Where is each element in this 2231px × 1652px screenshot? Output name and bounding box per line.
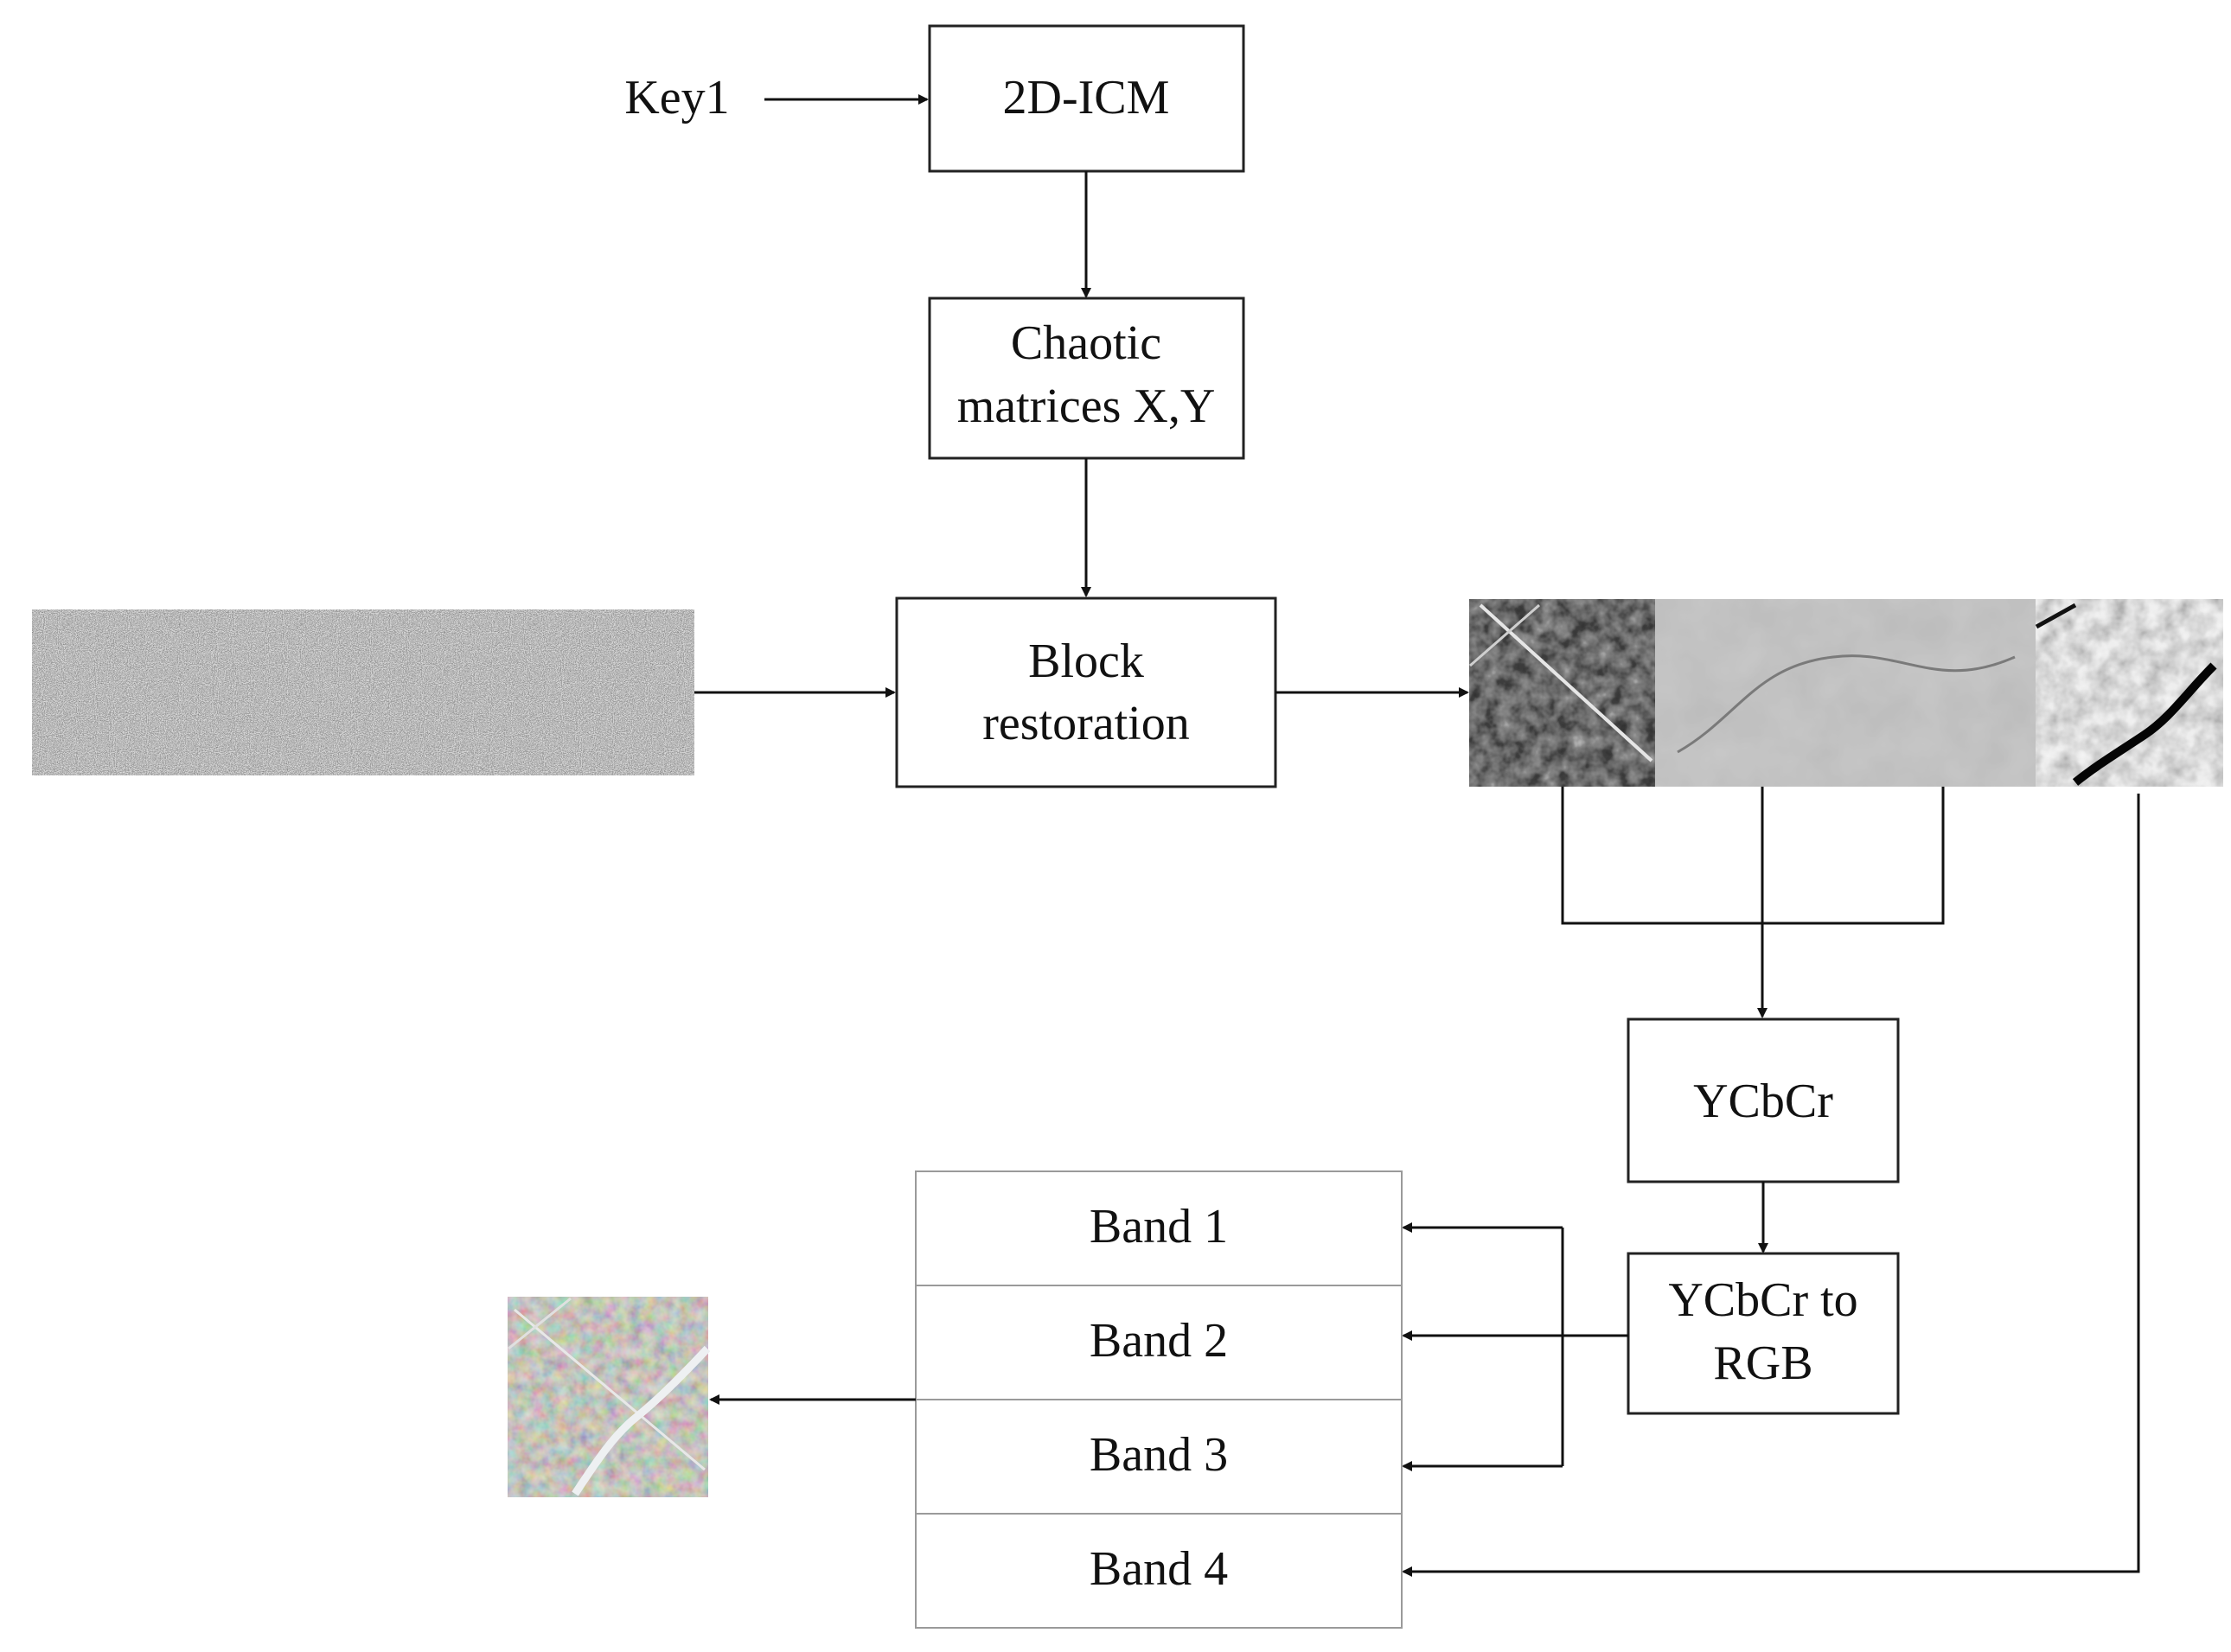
decrypted-rgb-image bbox=[508, 1297, 711, 1497]
ycbcr-label: YCbCr bbox=[1693, 1075, 1833, 1128]
band-4-box bbox=[915, 1513, 1403, 1629]
band-stack: Band 1 Band 2 Band 3 Band 4 bbox=[915, 1170, 1403, 1629]
block-label-line2: restoration bbox=[982, 697, 1189, 750]
band-3-box bbox=[915, 1399, 1403, 1515]
output-road-2 bbox=[508, 1297, 572, 1350]
ycbcr-to-rgb-box bbox=[1627, 1252, 1900, 1415]
icm-label: 2D-ICM bbox=[1003, 71, 1170, 124]
chaotic-label-line1: Chaotic bbox=[1011, 316, 1161, 370]
plane-y-road-2 bbox=[1469, 603, 1540, 667]
band-4-label: Band 4 bbox=[1090, 1542, 1228, 1596]
chaotic-label-line2: matrices X,Y bbox=[957, 380, 1216, 433]
restored-planes-strip bbox=[1469, 599, 2223, 787]
key1-label: Key1 bbox=[624, 71, 729, 124]
band-1-box bbox=[915, 1170, 1403, 1286]
output-road-1 bbox=[514, 1308, 706, 1471]
plane-nir-river bbox=[2072, 662, 2217, 786]
plane-y-image bbox=[1469, 599, 1655, 787]
band-2-box bbox=[915, 1285, 1403, 1400]
block-label-line1: Block bbox=[1028, 635, 1144, 688]
block-restoration-box bbox=[895, 596, 1277, 788]
output-river bbox=[572, 1345, 711, 1496]
chaotic-matrices-box bbox=[928, 297, 1245, 460]
band-2-label: Band 2 bbox=[1090, 1314, 1228, 1368]
band-1-label: Band 1 bbox=[1090, 1200, 1228, 1253]
ycbcr-to-rgb-label-line1: YCbCr to bbox=[1668, 1273, 1857, 1327]
band-3-label: Band 3 bbox=[1090, 1428, 1228, 1482]
planes-merge-connector bbox=[1561, 787, 1945, 925]
nir-to-band4-connector bbox=[1402, 794, 2140, 1577]
plane-nir-road bbox=[2035, 603, 2077, 629]
ycbcr-box bbox=[1627, 1017, 1900, 1183]
encrypted-noise-image bbox=[32, 609, 694, 775]
output-image-base bbox=[508, 1297, 708, 1497]
ycbcr-to-rgb-label-line2: RGB bbox=[1713, 1336, 1812, 1390]
plane-nir-image bbox=[2036, 599, 2223, 787]
plane-cb-contour bbox=[1677, 654, 2016, 754]
plane-cb-image bbox=[1655, 599, 2036, 787]
